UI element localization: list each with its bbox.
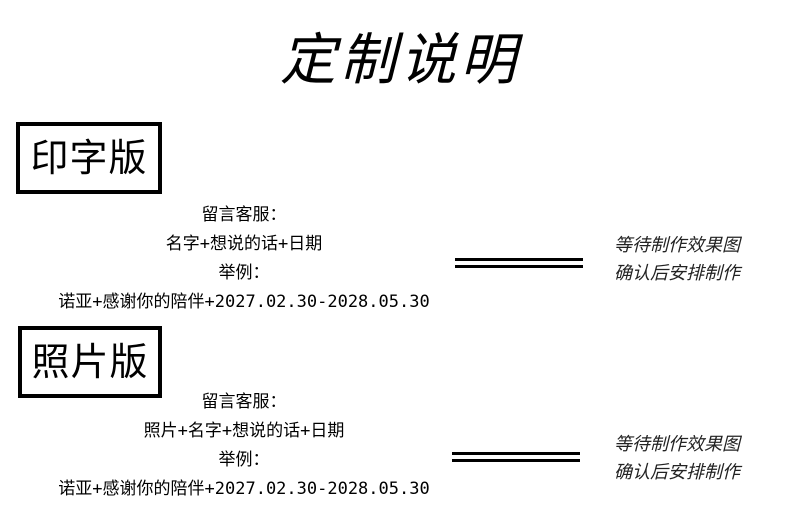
instruction-line: 诺亚+感谢你的陪伴+2027.02.30-2028.05.30 (58, 479, 430, 499)
instruction-line: 举例： (218, 450, 270, 470)
note-line: 确认后安排制作 (614, 462, 740, 483)
page-title: 定制说明 (280, 28, 520, 93)
engraving-instructions: 留言客服： 名字+想说的话+日期 举例： 诺亚+感谢你的陪伴+2027.02.3… (20, 201, 468, 317)
engraving-process-note: 等待制作效果图 确认后安排制作 (614, 232, 740, 288)
instruction-line: 照片+名字+想说的话+日期 (143, 421, 345, 441)
photo-version-label: 照片版 (18, 326, 162, 398)
engraving-version-text: 印字版 (30, 136, 148, 180)
photo-version-text: 照片版 (31, 340, 149, 384)
instruction-line: 举例： (218, 263, 270, 283)
note-line: 确认后安排制作 (614, 263, 740, 284)
double-line-divider (452, 452, 580, 462)
double-line-divider (455, 258, 583, 268)
instruction-line: 名字+想说的话+日期 (165, 234, 323, 254)
note-line: 等待制作效果图 (614, 434, 740, 455)
engraving-version-label: 印字版 (16, 122, 162, 194)
photo-instructions: 留言客服： 照片+名字+想说的话+日期 举例： 诺亚+感谢你的陪伴+2027.0… (20, 388, 468, 504)
instruction-line: 留言客服： (201, 392, 287, 412)
instruction-line: 诺亚+感谢你的陪伴+2027.02.30-2028.05.30 (58, 292, 430, 312)
photo-process-note: 等待制作效果图 确认后安排制作 (614, 431, 740, 487)
note-line: 等待制作效果图 (614, 235, 740, 256)
instruction-line: 留言客服： (201, 205, 287, 225)
